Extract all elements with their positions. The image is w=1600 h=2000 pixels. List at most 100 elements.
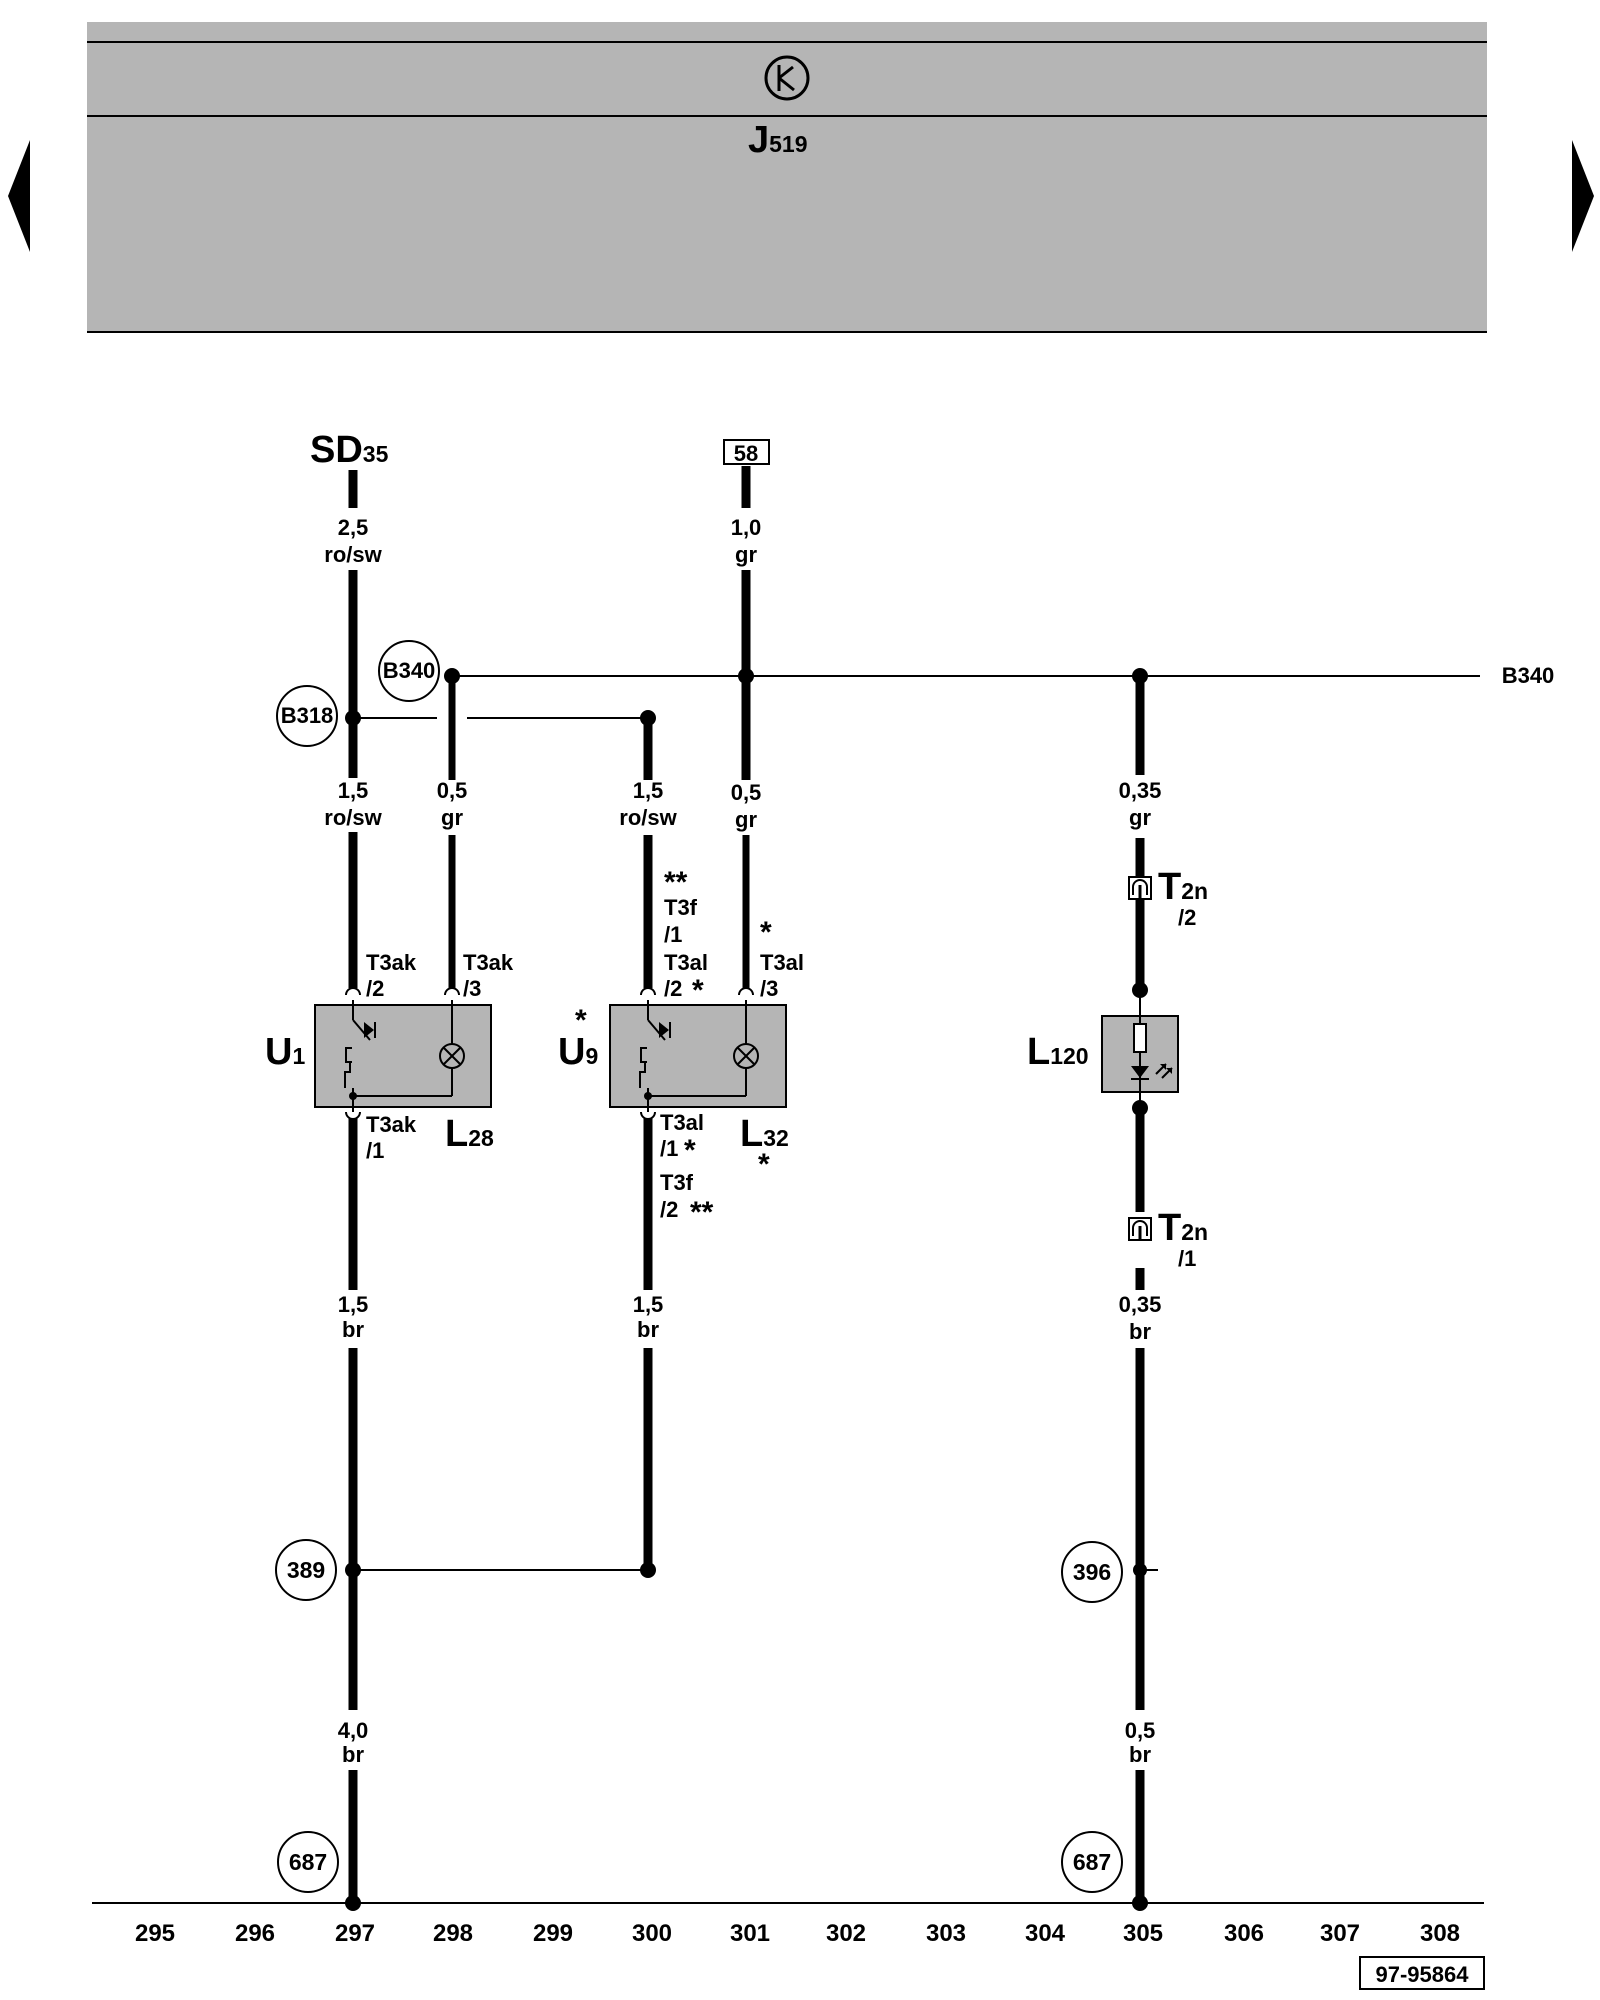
ground-389-circle — [275, 1539, 337, 1601]
track-number: 298 — [433, 1920, 473, 1947]
connector-label: /3 — [760, 976, 778, 1001]
connector-t2n-2-pin: /2 — [1178, 905, 1196, 930]
doc-id-box — [1359, 1956, 1485, 1990]
connector-label: /1 — [366, 1138, 384, 1163]
led-l120 — [1101, 990, 1179, 1108]
source-sd-label: SD35 — [310, 429, 389, 471]
wire-labels: 2,5 ro/sw 1,0 gr 1,5 ro/sw 0,5 gr 1,5 ro… — [324, 515, 1161, 1767]
control-unit-panel — [87, 22, 1487, 332]
control-unit-label: J519 — [748, 119, 808, 161]
wire-label: 0,35 — [1119, 1292, 1162, 1317]
wire-label: 1,5 — [633, 778, 664, 803]
wire-label: br — [342, 1317, 364, 1342]
track-number: 300 — [632, 1920, 672, 1947]
lamp-l32-star: * — [758, 1148, 770, 1181]
connector-label: /3 — [463, 976, 481, 1001]
track-number: 304 — [1025, 1920, 1066, 1947]
wire-label: 2,5 — [338, 515, 369, 540]
terminal-58-label: 58 — [734, 441, 758, 466]
wire-label: br — [342, 1742, 364, 1767]
wire-label: 0,35 — [1119, 778, 1162, 803]
connector-star: * — [692, 974, 704, 1007]
t2n-connector-pin2 — [1128, 876, 1152, 900]
terminal-58-box — [723, 439, 770, 465]
connector-label: T3al — [660, 1110, 704, 1135]
bus-lines — [92, 675, 1484, 1904]
track-number: 296 — [235, 1920, 275, 1947]
connector-star: ** — [690, 1196, 714, 1229]
connector-label: T3al — [760, 950, 804, 975]
wire-label: 1,5 — [338, 778, 369, 803]
wire-label: 1,0 — [731, 515, 762, 540]
track-number: 308 — [1420, 1920, 1460, 1947]
t2n-connector-pin1 — [1128, 1217, 1152, 1241]
connector-star: ** — [664, 866, 688, 899]
doc-id-label: 97-95864 — [1376, 1962, 1470, 1987]
ground-687-right-circle — [1061, 1831, 1123, 1893]
track-number: 303 — [926, 1920, 966, 1947]
connector-label: T3al — [664, 950, 708, 975]
splice-b318-label: B318 — [281, 703, 334, 728]
wire-label: gr — [735, 542, 757, 567]
splice-b318-circle — [276, 685, 338, 747]
wire-label: gr — [1129, 805, 1151, 830]
switch-u1 — [314, 1000, 492, 1112]
ground-396-label: 396 — [1073, 1559, 1111, 1585]
connector-label: /1 — [664, 922, 682, 947]
track-number: 302 — [826, 1920, 866, 1947]
wire-label: br — [1129, 1742, 1151, 1767]
connector-star: * — [760, 916, 772, 949]
wire-label: 0,5 — [437, 778, 468, 803]
track-number: 295 — [135, 1920, 175, 1947]
ground-687-left-label: 687 — [289, 1849, 327, 1875]
connector-label: T3ak — [366, 950, 417, 975]
wire-label: 0,5 — [731, 780, 762, 805]
connector-t2n-1-label: T2n — [1158, 1207, 1208, 1249]
wire-label: 4,0 — [338, 1718, 369, 1743]
connector-label: /1 — [660, 1136, 678, 1161]
connector-star: * — [684, 1134, 696, 1167]
connector-labels: T3ak /2 T3ak /3 T3ak /1 ** T3f /1 T3al /… — [366, 866, 804, 1229]
splice-b340-circle — [378, 640, 440, 702]
wire-label: 1,5 — [338, 1292, 369, 1317]
ground-687-left-circle — [277, 1831, 339, 1893]
track-number: 306 — [1224, 1920, 1264, 1947]
splice-b340-label: B340 — [383, 658, 436, 683]
light-emission-icon — [1155, 1063, 1173, 1079]
switch-u9 — [609, 1000, 787, 1112]
bus-b340-label: B340 — [1502, 663, 1555, 688]
wire-label: ro/sw — [324, 805, 382, 830]
connector-pins — [345, 987, 754, 1120]
connector-label: T3ak — [463, 950, 514, 975]
wire-label: br — [637, 1317, 659, 1342]
arrow-right-icon[interactable] — [1572, 140, 1594, 252]
led-l120-label: L120 — [1027, 1031, 1089, 1073]
junction-dots — [345, 668, 1148, 1911]
control-unit-symbol-icon — [764, 55, 810, 101]
connector-t2n-2-label: T2n — [1158, 866, 1208, 908]
wire-label: ro/sw — [619, 805, 677, 830]
connector-label: /2 — [664, 976, 682, 1001]
lamp-l32-icon — [733, 1043, 759, 1069]
wire-label: ro/sw — [324, 542, 382, 567]
ground-396-circle — [1061, 1541, 1123, 1603]
wire-label: gr — [735, 807, 757, 832]
connector-label: T3ak — [366, 1112, 417, 1137]
arrow-left-icon[interactable] — [8, 140, 30, 252]
switch-u9-star: * — [575, 1004, 587, 1037]
wire-label: 1,5 — [633, 1292, 664, 1317]
connector-label: T3f — [660, 1170, 694, 1195]
track-number: 297 — [335, 1920, 375, 1947]
track-number: 301 — [730, 1920, 770, 1947]
track-numbers: 295 296 297 298 299 300 301 302 303 304 … — [135, 1920, 1460, 1947]
connector-label: /2 — [366, 976, 384, 1001]
lamp-l32-label: L32 — [740, 1113, 789, 1155]
wire-label: 0,5 — [1125, 1718, 1156, 1743]
track-number: 307 — [1320, 1920, 1360, 1947]
switch-u1-label: U1 — [265, 1031, 305, 1073]
ground-389-label: 389 — [287, 1557, 325, 1583]
ground-687-right-label: 687 — [1073, 1849, 1111, 1875]
wires — [348, 466, 1145, 1908]
connector-label: T3f — [664, 895, 698, 920]
